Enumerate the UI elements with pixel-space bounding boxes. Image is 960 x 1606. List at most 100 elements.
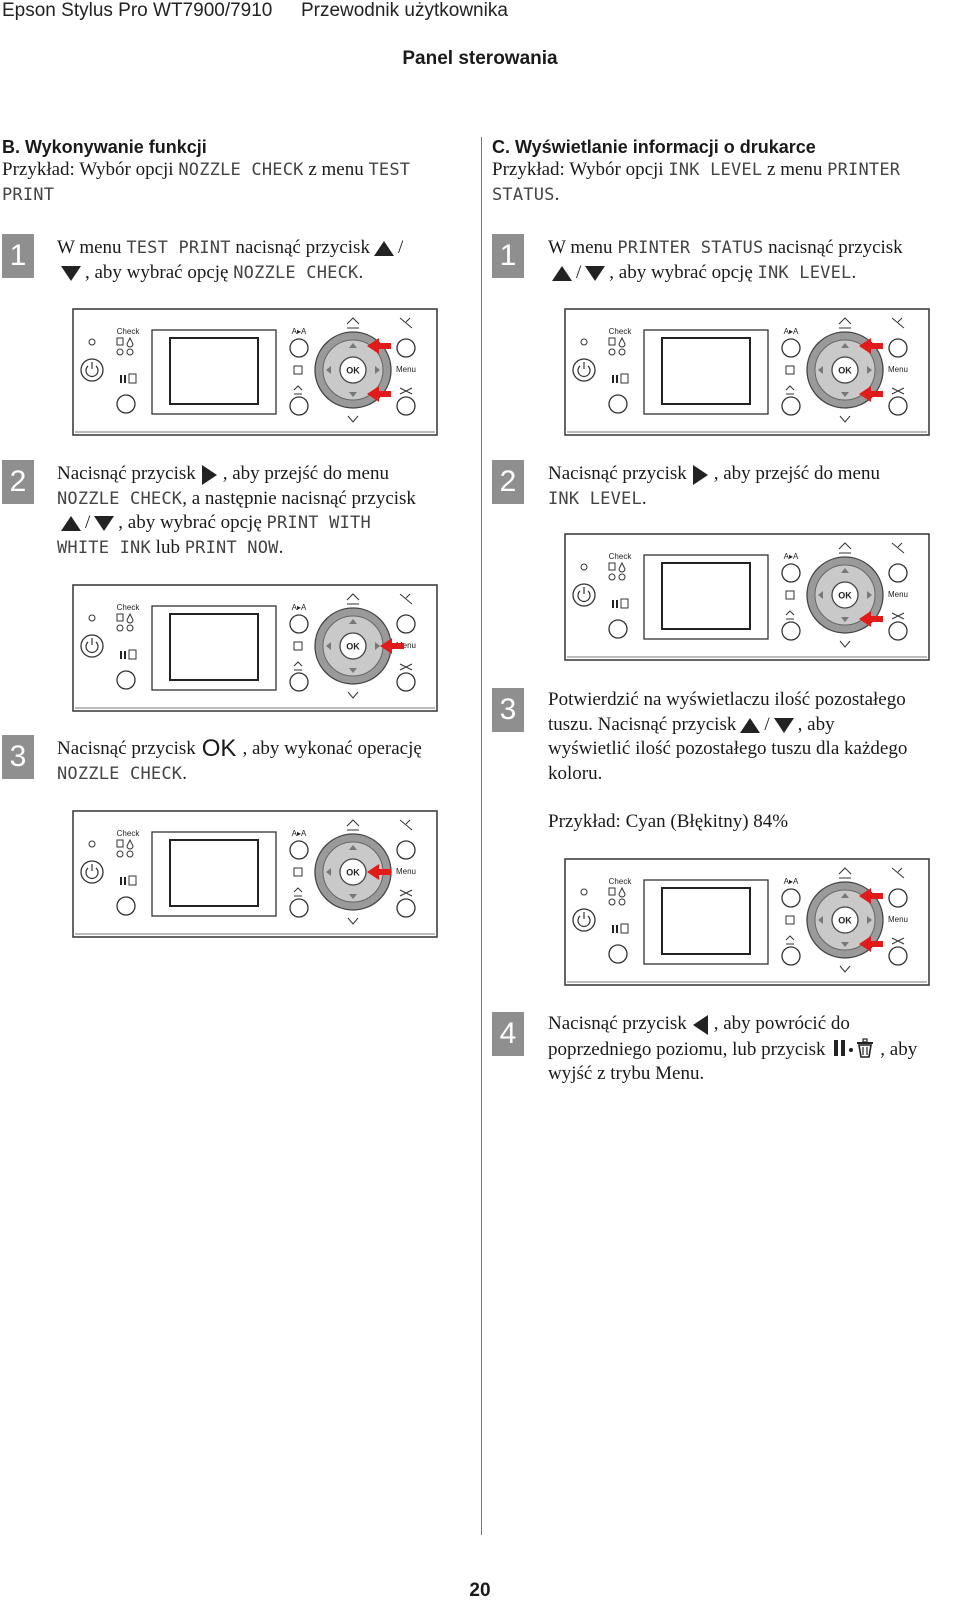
paper-source-icon bbox=[293, 867, 303, 877]
feed-icon bbox=[785, 935, 795, 945]
feed-icon bbox=[293, 385, 303, 395]
aa-button bbox=[781, 888, 801, 908]
cut-button bbox=[396, 898, 416, 918]
trash-icon bbox=[128, 875, 137, 886]
lcd-screen bbox=[169, 337, 259, 405]
right-key-icon bbox=[867, 366, 872, 374]
down-feed-icon bbox=[347, 691, 359, 699]
up-arrow-icon bbox=[552, 265, 572, 281]
power-led bbox=[580, 338, 588, 346]
check-led bbox=[608, 573, 616, 581]
check-led bbox=[116, 348, 124, 356]
down-arrow-icon bbox=[94, 516, 115, 532]
cut-setting-icon bbox=[891, 317, 905, 329]
menu-button bbox=[888, 563, 908, 583]
left-step-2-text: Nacisnąć przycisk, aby przejść do menu N… bbox=[57, 463, 416, 558]
aa-label: A▸A bbox=[292, 327, 307, 336]
down-arrow-icon bbox=[61, 265, 81, 281]
paper-icon bbox=[608, 887, 616, 896]
ok-button bbox=[339, 858, 367, 886]
feed-icon bbox=[293, 661, 303, 671]
aa-label: A▸A bbox=[292, 603, 307, 612]
power-led bbox=[88, 840, 96, 848]
red-pointer-arrow bbox=[859, 888, 883, 904]
check-label: Check bbox=[117, 327, 141, 336]
pause-button bbox=[116, 394, 136, 414]
paper-icon bbox=[116, 839, 124, 848]
feed-button bbox=[781, 396, 801, 416]
check-label: Check bbox=[609, 877, 633, 886]
column-divider bbox=[481, 137, 482, 1535]
paper-source-icon bbox=[293, 641, 303, 651]
power-button bbox=[80, 358, 104, 382]
lcd-screen bbox=[661, 887, 751, 955]
down-feed-icon bbox=[839, 965, 851, 973]
right-step-3-text: Potwierdzić na wyświetlaczu ilość pozost… bbox=[548, 689, 908, 784]
red-pointer-arrow bbox=[367, 864, 391, 880]
check-label: Check bbox=[117, 829, 141, 838]
ok-label: OK bbox=[838, 366, 852, 376]
ok-button bbox=[831, 356, 859, 384]
eject-icon bbox=[346, 819, 360, 831]
paper-source-icon bbox=[785, 365, 795, 375]
down-key-icon bbox=[841, 392, 849, 397]
feed-button bbox=[289, 396, 309, 416]
feed-icon bbox=[293, 887, 303, 897]
ok-button-glyph: OK bbox=[201, 735, 237, 762]
pause-icon bbox=[612, 375, 614, 383]
power-icon bbox=[577, 590, 591, 602]
feed-button bbox=[781, 621, 801, 641]
step-number: 1 bbox=[2, 234, 34, 278]
check-led bbox=[608, 348, 616, 356]
ok-label: OK bbox=[838, 916, 852, 926]
left-key-icon bbox=[818, 916, 823, 924]
left-arrow-icon bbox=[692, 1014, 708, 1035]
menu-button bbox=[888, 888, 908, 908]
ok-button bbox=[339, 356, 367, 384]
red-pointer-arrow bbox=[859, 338, 883, 354]
cut-setting-icon bbox=[891, 867, 905, 879]
ok-button bbox=[339, 632, 367, 660]
pause-cancel-icon bbox=[834, 1037, 874, 1058]
paper-icon bbox=[608, 337, 616, 346]
left-key-icon bbox=[326, 366, 331, 374]
cut-button bbox=[888, 621, 908, 641]
red-pointer-arrow bbox=[859, 611, 883, 627]
menu-label: Menu bbox=[888, 590, 908, 599]
right-key-icon bbox=[375, 642, 380, 650]
up-key-icon bbox=[841, 568, 849, 573]
up-key-icon bbox=[841, 893, 849, 898]
menu-button bbox=[396, 338, 416, 358]
power-icon bbox=[577, 365, 591, 377]
power-button bbox=[572, 583, 596, 607]
paper-icon bbox=[116, 613, 124, 622]
down-key-icon bbox=[841, 942, 849, 947]
left-key-icon bbox=[326, 642, 331, 650]
down-feed-icon bbox=[839, 640, 851, 648]
down-key-icon bbox=[349, 392, 357, 397]
ok-label: OK bbox=[346, 366, 360, 376]
menu-button bbox=[888, 338, 908, 358]
red-pointer-arrow bbox=[859, 386, 883, 402]
feed-button bbox=[781, 946, 801, 966]
power-icon bbox=[85, 867, 99, 879]
power-button bbox=[572, 358, 596, 382]
aa-button bbox=[289, 840, 309, 860]
up-key-icon bbox=[349, 343, 357, 348]
cut-setting-icon bbox=[399, 593, 413, 605]
right-arrow-icon bbox=[692, 464, 708, 485]
cut-button bbox=[888, 396, 908, 416]
right-intro: Przykład: Wybór opcji INK LEVEL z menu P… bbox=[492, 159, 901, 205]
product-name: Epson Stylus Pro WT7900/7910 bbox=[2, 0, 273, 21]
ink-drop-icon bbox=[126, 612, 134, 624]
up-key-icon bbox=[349, 845, 357, 850]
check-led bbox=[618, 898, 626, 906]
check-label: Check bbox=[117, 603, 141, 612]
down-arrow-icon bbox=[773, 717, 794, 733]
down-feed-icon bbox=[347, 917, 359, 925]
menu-label: Menu bbox=[888, 915, 908, 924]
ink-level-example: Przykład: Cyan (Błękitny) 84% bbox=[548, 811, 789, 832]
